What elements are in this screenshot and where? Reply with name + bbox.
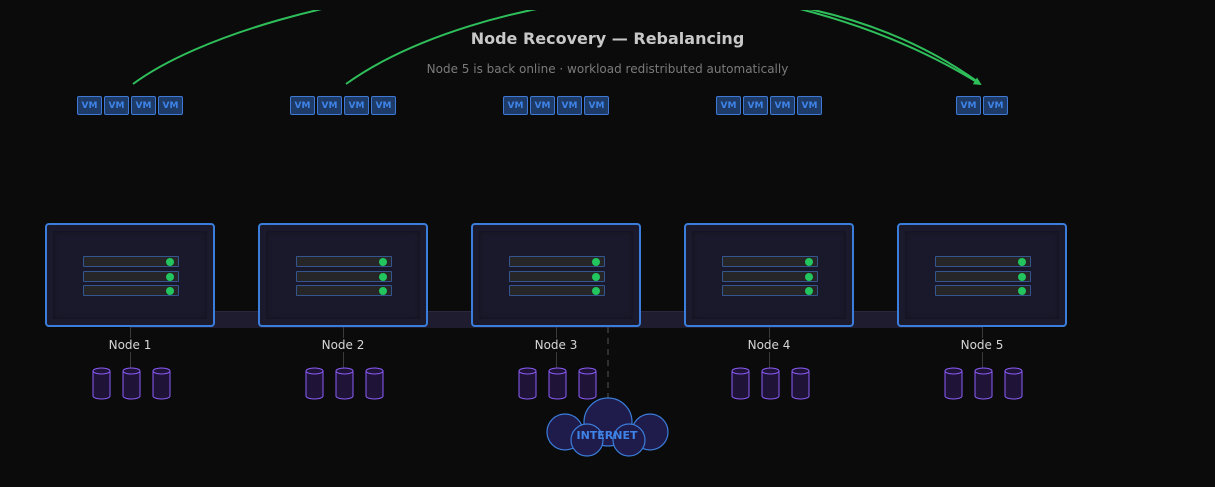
migration-arrow-node1: [132, 0, 982, 86]
node-label: Node 1: [106, 338, 154, 352]
node-label-row: Node 5: [897, 338, 1067, 352]
rack-unit: [83, 270, 179, 282]
vm-badge[interactable]: VM: [317, 96, 342, 115]
vm-badge[interactable]: VM: [557, 96, 582, 115]
disk-icon: [944, 367, 963, 400]
status-led-icon: [379, 272, 387, 281]
vm-badge[interactable]: VM: [983, 96, 1008, 115]
node-label-row: Node 3: [471, 338, 641, 352]
storage-disks: [518, 367, 597, 400]
node-label-row: Node 1: [45, 338, 215, 352]
diagram-title: Node Recovery — Rebalancing: [470, 29, 745, 48]
rack-unit: [296, 256, 392, 267]
migration-arrow-node2: [345, 0, 979, 85]
storage-disks: [731, 367, 810, 400]
vm-badge[interactable]: VM: [503, 96, 528, 115]
disk-icon: [578, 367, 597, 400]
vm-badge[interactable]: VM: [77, 96, 102, 115]
disk-icon: [974, 367, 993, 400]
status-led-icon: [379, 258, 387, 266]
disk-icon: [548, 367, 567, 400]
disk-icon: [122, 367, 141, 400]
vm-badge[interactable]: VM: [530, 96, 555, 115]
diagram-subtitle: Node 5 is back online · workload redistr…: [426, 62, 789, 76]
vm-badge[interactable]: VM: [131, 96, 156, 115]
node-label: Node 4: [745, 338, 793, 352]
rack-unit: [509, 285, 605, 296]
node-label-row: Node 4: [684, 338, 854, 352]
rack-unit: [935, 256, 1031, 267]
disk-icon: [152, 367, 171, 400]
internet-label: INTERNET: [576, 429, 638, 442]
disk-icon: [92, 367, 111, 400]
node-label: Node 5: [958, 338, 1006, 352]
vm-badge[interactable]: VM: [371, 96, 396, 115]
vm-badge[interactable]: VM: [104, 96, 129, 115]
status-led-icon: [1018, 258, 1026, 266]
status-led-icon: [805, 258, 813, 266]
node-label: Node 2: [319, 338, 367, 352]
rack-unit: [935, 270, 1031, 282]
rack-unit: [296, 270, 392, 282]
storage-disks: [944, 367, 1023, 400]
status-led-icon: [166, 287, 174, 295]
rack-unit: [296, 285, 392, 296]
status-led-icon: [379, 287, 387, 295]
server-box[interactable]: [258, 223, 428, 327]
server-box[interactable]: [45, 223, 215, 327]
server-box[interactable]: [897, 223, 1067, 327]
node-label-row: Node 2: [258, 338, 428, 352]
disk-icon: [731, 367, 750, 400]
vm-badge[interactable]: VM: [770, 96, 795, 115]
disk-icon: [365, 367, 384, 400]
vm-badge[interactable]: VM: [344, 96, 369, 115]
status-led-icon: [166, 272, 174, 281]
rack-unit: [722, 270, 818, 282]
disk-icon: [761, 367, 780, 400]
status-led-icon: [1018, 287, 1026, 295]
vm-badge[interactable]: VM: [290, 96, 315, 115]
status-led-icon: [592, 272, 600, 281]
vm-badge[interactable]: VM: [956, 96, 981, 115]
disk-icon: [305, 367, 324, 400]
status-led-icon: [166, 258, 174, 266]
rack-unit: [722, 256, 818, 267]
vm-badge[interactable]: VM: [797, 96, 822, 115]
rack-unit: [83, 285, 179, 296]
rack-unit: [509, 256, 605, 267]
vm-badge[interactable]: VM: [743, 96, 768, 115]
storage-disks: [305, 367, 384, 400]
rack-unit: [722, 285, 818, 296]
server-box[interactable]: [471, 223, 641, 327]
status-led-icon: [1018, 272, 1026, 281]
node-label: Node 3: [532, 338, 580, 352]
server-box[interactable]: [684, 223, 854, 327]
rack-unit: [935, 285, 1031, 296]
vm-badge[interactable]: VM: [716, 96, 741, 115]
status-led-icon: [805, 287, 813, 295]
status-led-icon: [805, 272, 813, 281]
disk-icon: [791, 367, 810, 400]
vm-badge[interactable]: VM: [158, 96, 183, 115]
rack-unit: [509, 270, 605, 282]
disk-icon: [335, 367, 354, 400]
status-led-icon: [592, 258, 600, 266]
storage-disks: [92, 367, 171, 400]
vm-badge[interactable]: VM: [584, 96, 609, 115]
rack-unit: [83, 256, 179, 267]
disk-icon: [518, 367, 537, 400]
disk-icon: [1004, 367, 1023, 400]
status-led-icon: [592, 287, 600, 295]
